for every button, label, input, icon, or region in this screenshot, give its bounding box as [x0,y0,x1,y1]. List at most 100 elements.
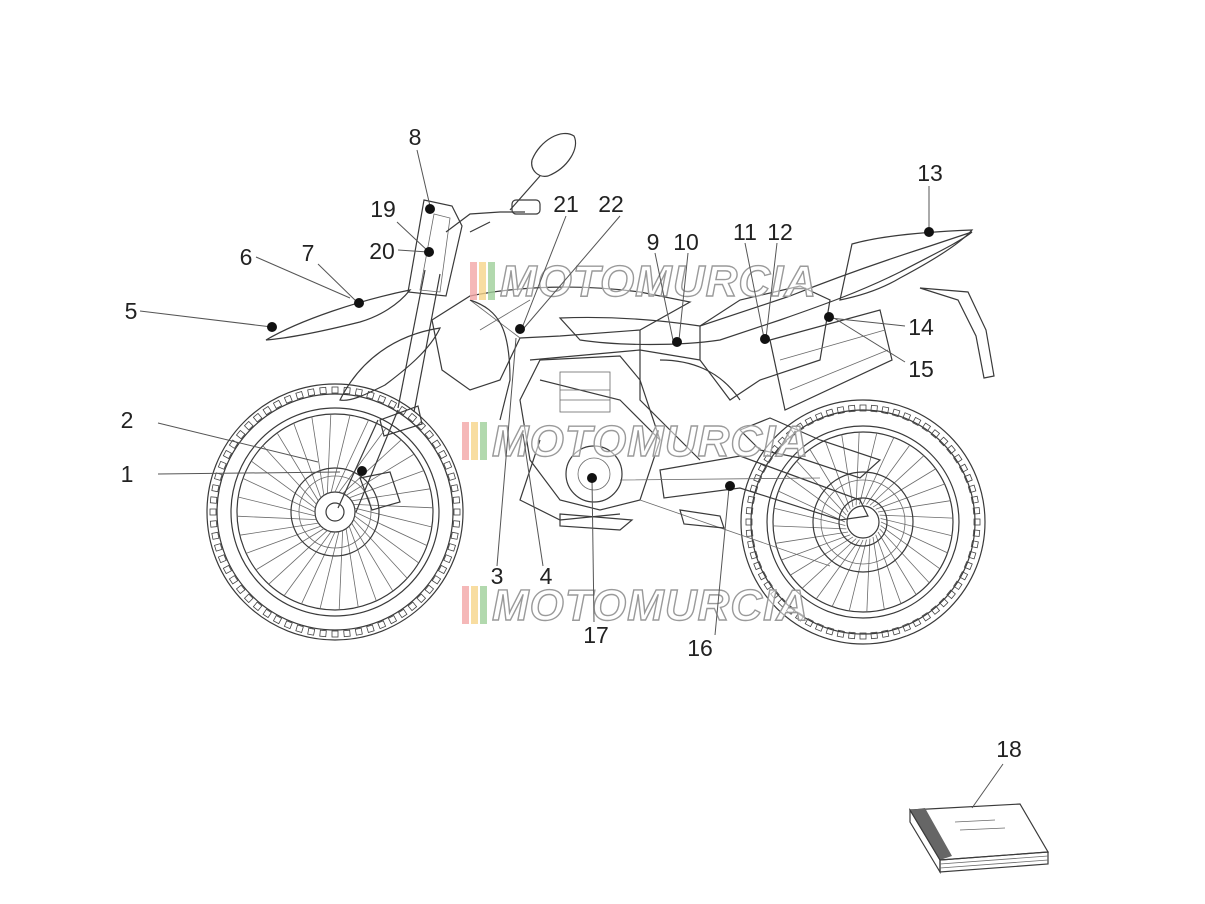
wheel-spoke [872,536,885,610]
tyre-knob [825,626,835,636]
wheel-spoke [796,460,847,516]
wheel-spoke [875,534,902,604]
tyre-knob [453,508,461,516]
wheel-spoke [866,538,871,612]
wheel-spoke [790,536,854,576]
tyre-knob [967,484,977,494]
wheel-spoke [869,455,925,506]
tyre-knob [785,429,796,439]
wheel-spoke [862,437,895,505]
wheel-spoke [866,444,911,505]
tyre-knob [209,520,218,528]
dot-5 [267,322,277,332]
swingarm [659,455,869,521]
tyre-knob [295,391,304,400]
tyre-knob [938,436,949,447]
wheel-spoke [785,474,846,519]
tyre-knob [963,473,973,483]
tyre-knob [209,496,218,504]
tyre-knob [424,584,435,595]
watermark-stripe [479,262,486,300]
tyre-knob [958,463,969,473]
exhaust-silencer [769,309,893,411]
tyre-knob [973,518,981,526]
tyre-knob [377,620,387,630]
tyre-knob [211,531,220,540]
callout-18: 18 [996,736,1022,762]
tyre-knob [848,631,856,640]
tyre-knob [753,561,763,571]
tyre-knob [946,589,956,600]
watermark-text: MOTOMURCIA [492,417,809,466]
wheel-spoke [354,507,432,528]
tyre-knob [958,571,969,581]
tyre-knob [452,520,461,528]
tyre-knob [366,391,375,400]
wheel-spoke [237,515,317,521]
dot-14-15 [824,312,834,322]
tyre-knob [747,540,756,549]
callout-1: 1 [121,461,134,487]
tyre-knob [295,624,304,633]
tyre-knob [331,386,339,394]
wheel-spoke [848,539,867,612]
wheel-spoke [880,518,953,537]
wheel-spoke [855,432,860,506]
dot-8 [425,204,435,214]
wheel-spoke [775,531,849,544]
callout-12: 12 [767,219,793,245]
callout-20: 20 [369,238,395,264]
callout-11: 11 [733,219,757,245]
wheel-spoke [781,534,851,561]
tyre-knob [749,550,759,560]
tyre-knob [416,593,427,604]
frame [529,330,741,461]
wheel-spoke [872,468,936,508]
tyre-knob [938,597,949,608]
wheel-spoke [824,440,851,510]
owners-manual [908,803,1050,875]
tyre-knob [416,420,427,431]
tyre-knob [447,472,456,481]
wheel-spoke [831,539,864,607]
callout-9: 9 [647,229,660,255]
tyre-knob [970,495,979,504]
callout-16: 16 [687,635,713,661]
dot-21-22 [515,324,525,334]
watermark: MOTOMURCIA [470,256,817,307]
tyre-knob [912,416,922,427]
dot-13 [924,227,934,237]
tyre-knob [963,561,973,571]
tyre-knob [870,631,878,640]
tyre-knob [331,630,339,638]
dot-16 [725,481,735,491]
tyre-knob [398,608,408,619]
tyre-knob [209,508,217,516]
wheel-spoke [801,538,857,589]
wheel-spoke [255,528,325,571]
tyre-knob [953,453,963,464]
tyre-knob [848,404,856,413]
motorcycle-illustration [206,132,995,645]
callout-6: 6 [240,244,253,270]
watermark: MOTOMURCIA [462,416,809,467]
tyre-knob [366,624,375,633]
tyre-knob [214,472,223,481]
dot-17 [587,473,597,483]
tyre-knob [437,564,448,575]
callout-15: 15 [908,356,934,382]
callout-dots [267,204,934,491]
tyre-knob [967,550,977,560]
wheel-spoke [348,526,377,601]
tyre-knob [777,597,788,608]
front-fork [337,269,441,513]
tyre-knob [881,629,890,638]
tyre-knob [794,422,805,432]
tyre-knob [770,589,780,600]
tyre-knob [970,540,979,549]
wheel-spoke [879,514,953,519]
dot-19-20 [424,247,434,257]
callout-3: 3 [491,563,504,589]
tyre-knob [785,605,796,615]
